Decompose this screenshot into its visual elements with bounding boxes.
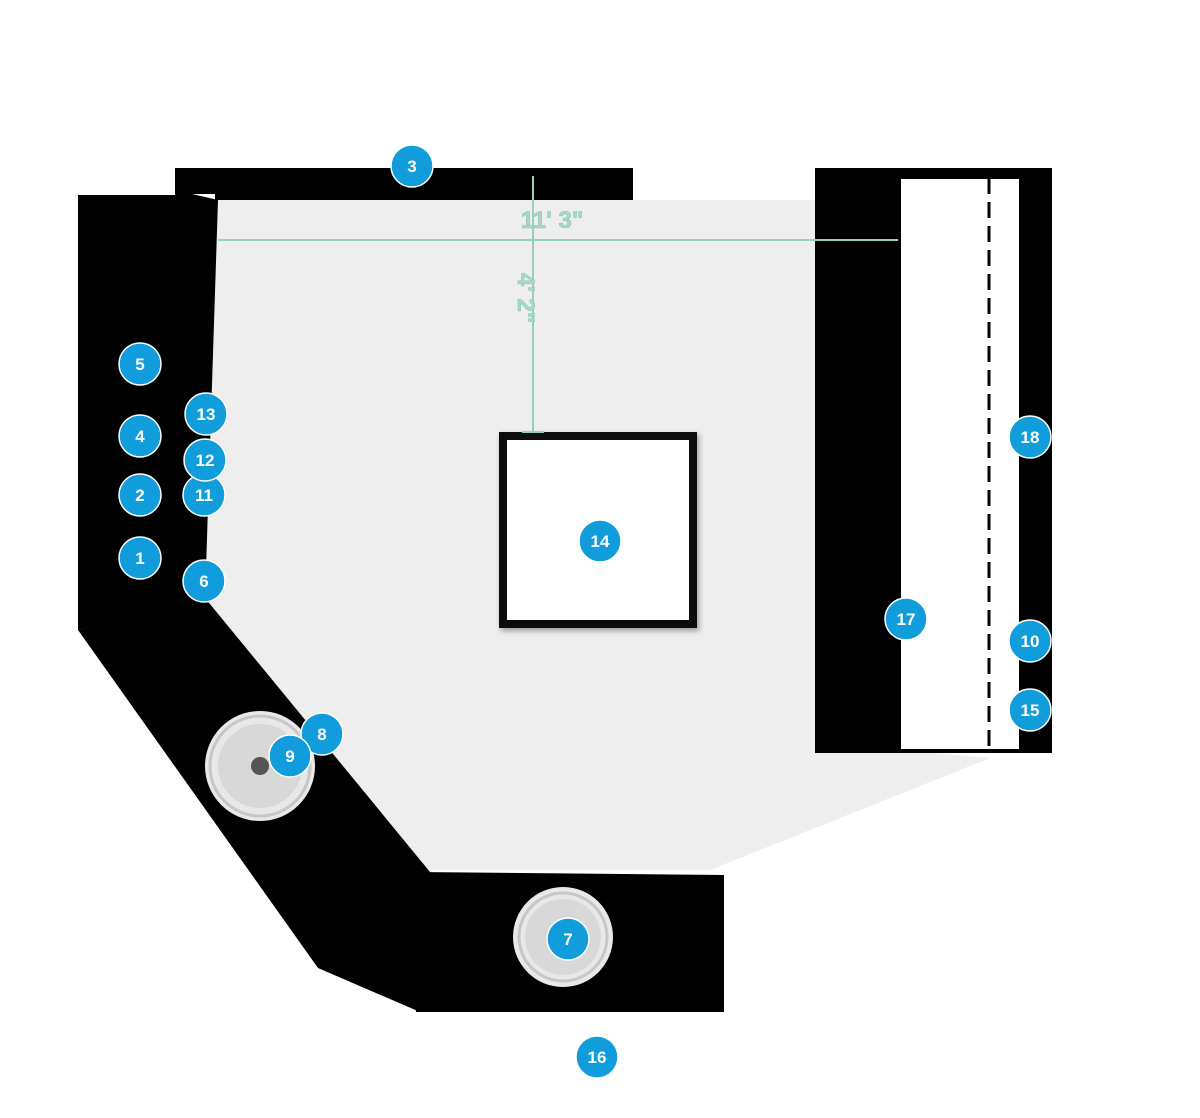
marker-4[interactable]: 4 <box>118 414 162 458</box>
marker-6[interactable]: 6 <box>182 559 226 603</box>
wall-left <box>78 190 218 630</box>
svg-text:11: 11 <box>195 486 213 505</box>
svg-text:2: 2 <box>135 486 144 505</box>
closet-outer <box>899 177 1021 751</box>
svg-text:14: 14 <box>591 532 610 551</box>
marker-3[interactable]: 3 <box>390 144 434 188</box>
marker-1[interactable]: 1 <box>118 536 162 580</box>
svg-text:6: 6 <box>199 572 208 591</box>
marker-2[interactable]: 2 <box>118 473 162 517</box>
marker-17[interactable]: 17 <box>884 597 928 641</box>
marker-15[interactable]: 15 <box>1008 688 1052 732</box>
svg-text:10: 10 <box>1021 632 1040 651</box>
svg-text:16: 16 <box>588 1048 607 1067</box>
svg-text:8: 8 <box>317 725 326 744</box>
svg-text:12: 12 <box>196 451 215 470</box>
marker-10[interactable]: 10 <box>1008 619 1052 663</box>
svg-text:3: 3 <box>407 157 416 176</box>
marker-13[interactable]: 13 <box>184 392 228 436</box>
svg-text:9: 9 <box>285 747 294 766</box>
svg-text:13: 13 <box>197 405 216 424</box>
dimension-depth-label: 4' 2" <box>512 273 539 323</box>
svg-text:18: 18 <box>1021 428 1040 447</box>
marker-5[interactable]: 5 <box>118 342 162 386</box>
marker-16[interactable]: 16 <box>575 1035 619 1079</box>
marker-18[interactable]: 18 <box>1008 415 1052 459</box>
marker-14[interactable]: 14 <box>578 519 622 563</box>
svg-text:5: 5 <box>135 355 144 374</box>
svg-text:15: 15 <box>1021 701 1040 720</box>
svg-text:4: 4 <box>135 427 145 446</box>
svg-text:17: 17 <box>897 610 916 629</box>
marker-8[interactable]: 8 <box>300 712 344 756</box>
svg-text:7: 7 <box>563 930 572 949</box>
marker-7[interactable]: 7 <box>546 917 590 961</box>
marker-12[interactable]: 12 <box>183 438 227 482</box>
dimension-width-label: 11' 3" <box>521 207 583 234</box>
svg-text:1: 1 <box>135 549 144 568</box>
marker-9[interactable]: 9 <box>268 734 312 778</box>
